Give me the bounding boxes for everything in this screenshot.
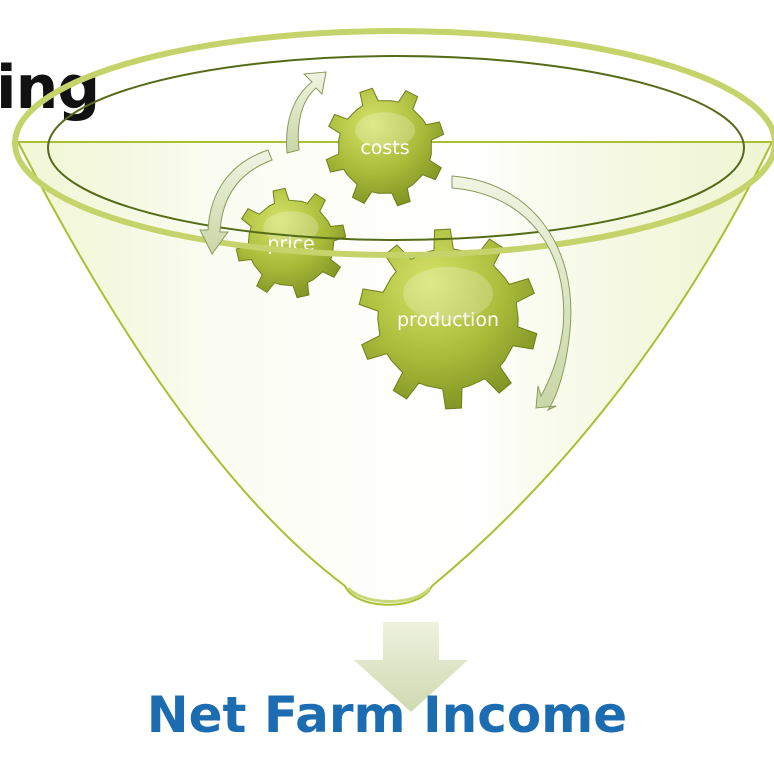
gear-gloss bbox=[355, 112, 415, 149]
funnel-rim bbox=[47, 55, 745, 241]
gear-gloss bbox=[403, 266, 493, 321]
net-farm-income-label: Net Farm Income bbox=[146, 686, 628, 744]
production-gear-label: production bbox=[397, 309, 499, 331]
curved-arrow-left bbox=[199, 149, 273, 255]
production-gear: production bbox=[358, 228, 538, 410]
curved-arrow-top bbox=[286, 71, 327, 154]
funnel-rim-outer bbox=[12, 28, 774, 258]
curved-arrow-right bbox=[451, 175, 572, 412]
gear-icon bbox=[325, 87, 445, 207]
funnel-body bbox=[16, 141, 774, 606]
down-arrow-icon bbox=[354, 622, 468, 712]
costs-gear: costs bbox=[325, 87, 445, 207]
gear-icon bbox=[358, 228, 538, 410]
costs-gear-label: costs bbox=[360, 137, 409, 159]
